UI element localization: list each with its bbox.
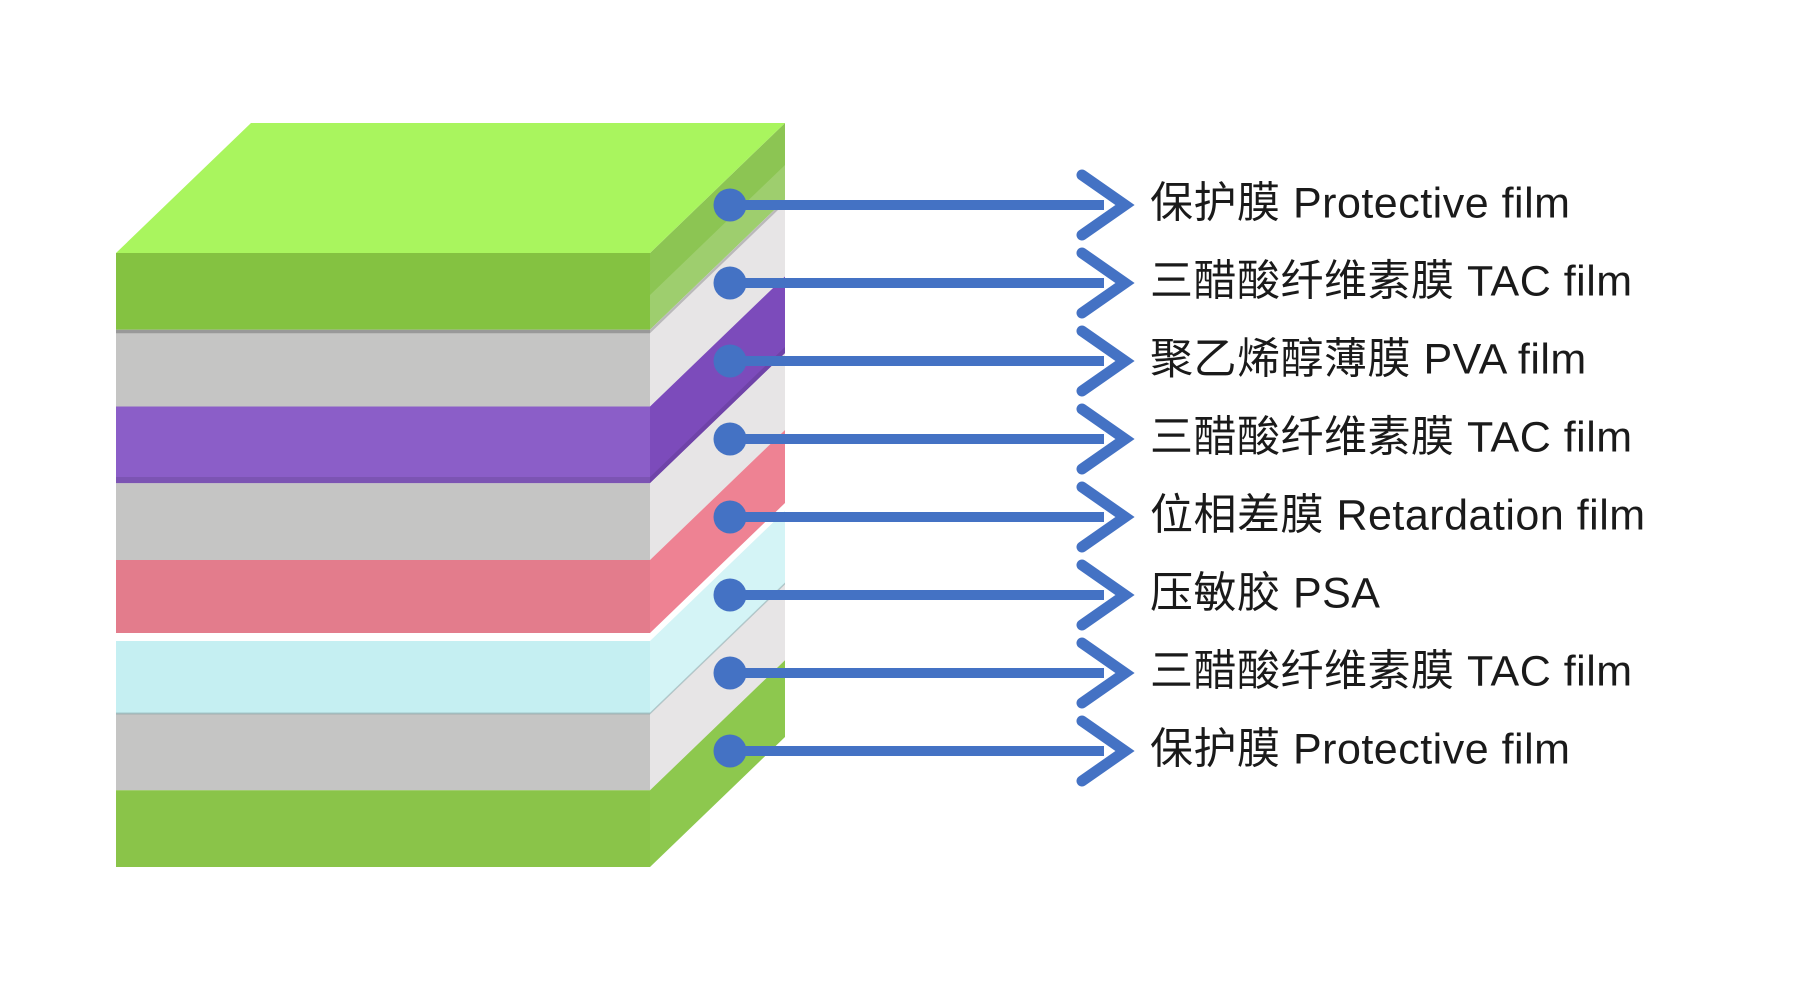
layer-7-front-face	[116, 713, 650, 791]
layer-6-front-face	[116, 636, 650, 714]
layer-5-side-face	[650, 430, 785, 637]
arrow-4-head	[1076, 403, 1135, 475]
arrow-6-head	[1076, 559, 1135, 631]
shadow-line-bottom-of-layer-3-side	[650, 347, 785, 484]
arrow-3-head	[1076, 325, 1135, 397]
arrow-7-head	[1076, 637, 1135, 709]
layer-4-side-face	[650, 353, 785, 560]
layer-label-7: 三醋酸纤维素膜 TAC film	[1150, 647, 1633, 696]
layer-label-5: 位相差膜 Retardation film	[1150, 491, 1646, 540]
stack-top-face	[116, 123, 785, 253]
arrow-6-dot	[713, 578, 747, 612]
thin-line-between-layer-6-and-7-side	[650, 582, 785, 715]
layer-label-2: 三醋酸纤维素膜 TAC film	[1150, 257, 1633, 306]
layer-6-side-face	[650, 506, 785, 714]
arrow-8-dot	[713, 734, 747, 768]
layer-label-4: 三醋酸纤维素膜 TAC film	[1150, 413, 1633, 462]
thin-line-between-layer-6-and-7	[116, 712, 650, 715]
arrow-7-dot	[713, 656, 747, 690]
arrow-1-head	[1076, 169, 1135, 241]
arrow-3-dot	[713, 344, 747, 378]
arrow-1-dot	[713, 188, 747, 222]
layer-1-side-face	[650, 123, 785, 330]
layer-2-front-face	[116, 329, 650, 407]
white-gap-between-layer-5-and-6-side	[650, 503, 785, 641]
arrow-5-dot	[713, 500, 747, 534]
shadow-line-bottom-of-layer-3	[116, 477, 650, 484]
layer-8-side-face	[650, 660, 785, 867]
layer-label-6: 压敏胶 PSA	[1150, 569, 1381, 618]
layer-3-side-face	[650, 276, 785, 484]
arrow-2-dot	[713, 266, 747, 300]
white-gap-between-layer-5-and-6	[116, 633, 650, 641]
layer-8-front-face	[116, 790, 650, 867]
layer-label-1: 保护膜 Protective film	[1150, 179, 1571, 228]
arrow-8-head	[1076, 715, 1135, 787]
layer-2-side-face	[650, 199, 785, 407]
shadow-line-under-layer-1	[116, 329, 650, 334]
layer-1-front-face	[116, 253, 650, 330]
layer-4-front-face	[116, 483, 650, 560]
layer-3-front-face	[116, 406, 650, 484]
layer-5-front-face	[116, 560, 650, 637]
layer-label-3: 聚乙烯醇薄膜 PVA film	[1150, 335, 1587, 384]
arrow-2-head	[1076, 247, 1135, 319]
arrow-5-head	[1076, 481, 1135, 553]
layer-label-8: 保护膜 Protective film	[1150, 725, 1571, 774]
arrow-4-dot	[713, 422, 747, 456]
shadow-line-under-layer-1-side	[650, 199, 785, 334]
layer-7-side-face	[650, 583, 785, 791]
